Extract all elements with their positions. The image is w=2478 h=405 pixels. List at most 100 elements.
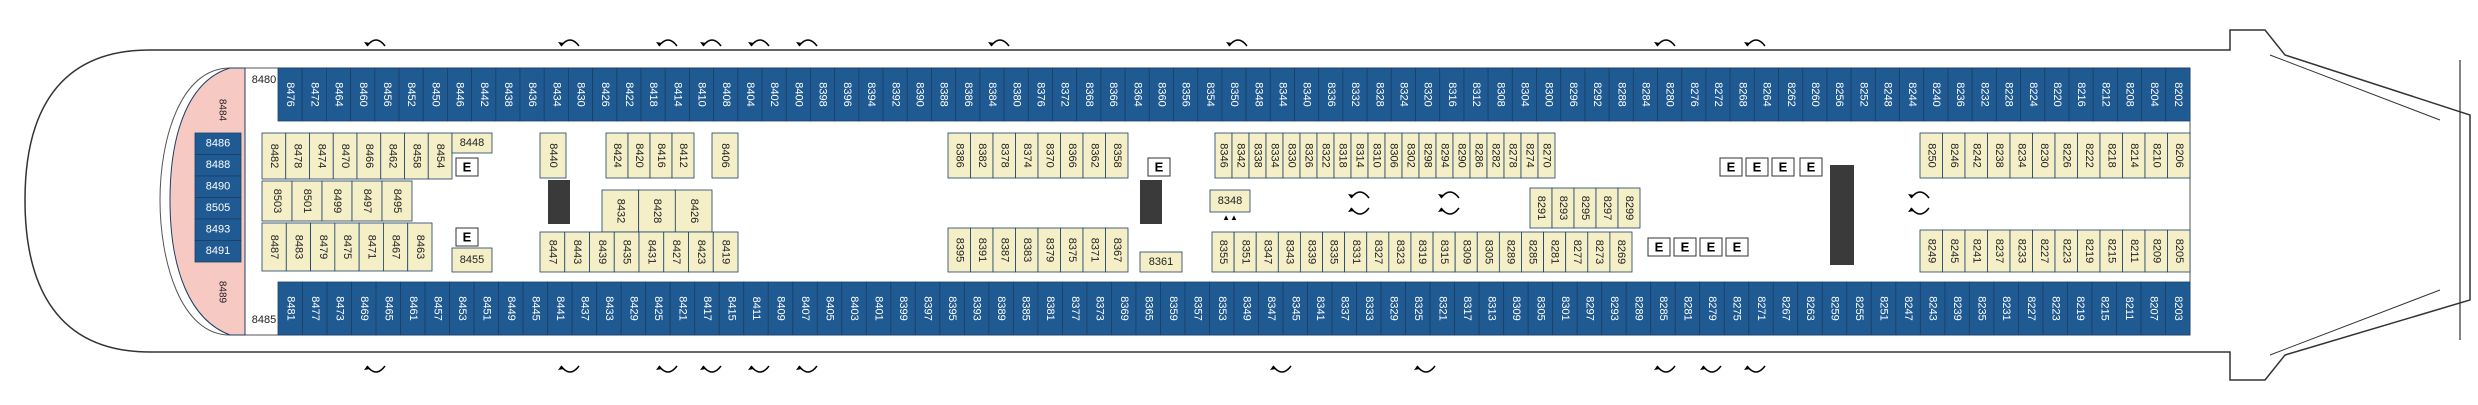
inner-cabin[interactable]: [671, 132, 695, 179]
outer-cabin-bottom[interactable]: [2165, 281, 2191, 336]
outer-cabin-bottom[interactable]: [718, 281, 745, 336]
outer-cabin-bottom[interactable]: [1184, 281, 1210, 336]
outer-cabin-bottom[interactable]: [645, 281, 671, 336]
outer-cabin-bottom[interactable]: [522, 281, 549, 336]
outer-cabin-bottom[interactable]: [571, 281, 598, 336]
inner-cabin[interactable]: [381, 180, 413, 222]
outer-cabin-bottom[interactable]: [1944, 281, 1970, 336]
outer-cabin-top[interactable]: [374, 67, 400, 122]
outer-cabin-bottom[interactable]: [1895, 281, 1921, 336]
inner-cabin[interactable]: [712, 231, 739, 273]
outer-cabin-top[interactable]: [1415, 67, 1441, 122]
inner-cabin[interactable]: [291, 180, 323, 222]
outer-cabin-top[interactable]: [1560, 67, 1586, 122]
inner-cabin[interactable]: [711, 132, 739, 179]
outer-cabin-bottom[interactable]: [988, 281, 1014, 336]
outer-cabin-bottom[interactable]: [1135, 281, 1161, 336]
inner-cabin[interactable]: [1617, 187, 1641, 229]
outer-cabin-top[interactable]: [1608, 67, 1634, 122]
bow-cabin[interactable]: [194, 240, 242, 263]
inner-cabin[interactable]: [261, 222, 287, 272]
inner-cabin[interactable]: [1209, 189, 1251, 213]
outer-cabin-top[interactable]: [1778, 67, 1804, 122]
inner-cabin[interactable]: [383, 222, 409, 272]
outer-cabin-bottom[interactable]: [2042, 281, 2068, 336]
outer-cabin-top[interactable]: [858, 67, 884, 122]
inner-cabin[interactable]: [2167, 229, 2191, 273]
inner-cabin[interactable]: [451, 247, 493, 273]
outer-cabin-top[interactable]: [326, 67, 352, 122]
outer-cabin-bottom[interactable]: [1674, 281, 1701, 336]
outer-cabin-bottom[interactable]: [1699, 281, 1725, 336]
outer-cabin-bottom[interactable]: [1380, 281, 1406, 336]
outer-cabin-top[interactable]: [398, 67, 424, 122]
inner-cabin[interactable]: [321, 180, 353, 222]
outer-cabin-bottom[interactable]: [1527, 281, 1554, 336]
outer-cabin-top[interactable]: [422, 67, 448, 122]
outer-cabin-top[interactable]: [301, 67, 327, 122]
outer-cabin-top[interactable]: [616, 67, 642, 122]
outer-cabin-top[interactable]: [519, 67, 545, 122]
outer-cabin-top[interactable]: [495, 67, 521, 122]
outer-cabin-top[interactable]: [640, 67, 666, 122]
outer-cabin-bottom[interactable]: [473, 281, 500, 336]
outer-cabin-top[interactable]: [1245, 67, 1271, 122]
outer-cabin-top[interactable]: [1463, 67, 1489, 122]
outer-cabin-top[interactable]: [761, 67, 787, 122]
inner-cabin[interactable]: [674, 189, 713, 233]
outer-cabin-top[interactable]: [1850, 67, 1876, 122]
outer-cabin-top[interactable]: [1753, 67, 1779, 122]
outer-cabin-top[interactable]: [906, 67, 932, 122]
outer-cabin-top[interactable]: [350, 67, 376, 122]
outer-cabin-bottom[interactable]: [1356, 281, 1382, 336]
outer-cabin-bottom[interactable]: [2091, 281, 2117, 336]
outer-cabin-top[interactable]: [785, 67, 811, 122]
outer-cabin-bottom[interactable]: [2018, 281, 2044, 336]
outer-cabin-bottom[interactable]: [1454, 281, 1480, 336]
outer-cabin-bottom[interactable]: [400, 281, 426, 336]
inner-cabin[interactable]: [613, 231, 640, 273]
outer-cabin-bottom[interactable]: [914, 281, 941, 336]
outer-cabin-bottom[interactable]: [939, 281, 965, 336]
inner-cabin[interactable]: [1537, 132, 1556, 179]
outer-cabin-top[interactable]: [471, 67, 497, 122]
outer-cabin-top[interactable]: [1947, 67, 1973, 122]
outer-cabin-bottom[interactable]: [1576, 281, 1603, 336]
outer-cabin-top[interactable]: [2092, 67, 2118, 122]
outer-cabin-bottom[interactable]: [1846, 281, 1872, 336]
outer-cabin-top[interactable]: [2141, 67, 2167, 122]
outer-cabin-bottom[interactable]: [596, 281, 622, 336]
outer-cabin-top[interactable]: [1657, 67, 1683, 122]
outer-cabin-bottom[interactable]: [669, 281, 696, 336]
outer-cabin-bottom[interactable]: [1748, 281, 1774, 336]
outer-cabin-bottom[interactable]: [302, 281, 328, 336]
inner-cabin[interactable]: [638, 231, 665, 273]
outer-cabin-bottom[interactable]: [767, 281, 794, 336]
outer-cabin-bottom[interactable]: [1209, 281, 1235, 336]
inner-cabin[interactable]: [663, 231, 689, 273]
outer-cabin-top[interactable]: [1439, 67, 1465, 122]
outer-cabin-top[interactable]: [1511, 67, 1537, 122]
outer-cabin-top[interactable]: [1221, 67, 1247, 122]
inner-cabin[interactable]: [1139, 251, 1183, 273]
outer-cabin-top[interactable]: [1100, 67, 1126, 122]
outer-cabin-top[interactable]: [1681, 67, 1707, 122]
outer-cabin-bottom[interactable]: [841, 281, 867, 336]
outer-cabin-top[interactable]: [2116, 67, 2142, 122]
inner-cabin[interactable]: [1105, 227, 1129, 273]
outer-cabin-top[interactable]: [1995, 67, 2021, 122]
outer-cabin-top[interactable]: [1197, 67, 1223, 122]
outer-cabin-top[interactable]: [1052, 67, 1078, 122]
outer-cabin-top[interactable]: [1390, 67, 1416, 122]
inner-cabin[interactable]: [1609, 231, 1633, 273]
outer-cabin-bottom[interactable]: [865, 281, 892, 336]
outer-cabin-bottom[interactable]: [1062, 281, 1088, 336]
outer-cabin-bottom[interactable]: [424, 281, 450, 336]
inner-cabin[interactable]: [310, 222, 336, 272]
outer-cabin-bottom[interactable]: [1968, 281, 1995, 336]
outer-cabin-top[interactable]: [1124, 67, 1150, 122]
outer-cabin-bottom[interactable]: [694, 281, 720, 336]
outer-cabin-bottom[interactable]: [1552, 281, 1578, 336]
outer-cabin-top[interactable]: [1802, 67, 1828, 122]
inner-cabin[interactable]: [285, 222, 311, 272]
